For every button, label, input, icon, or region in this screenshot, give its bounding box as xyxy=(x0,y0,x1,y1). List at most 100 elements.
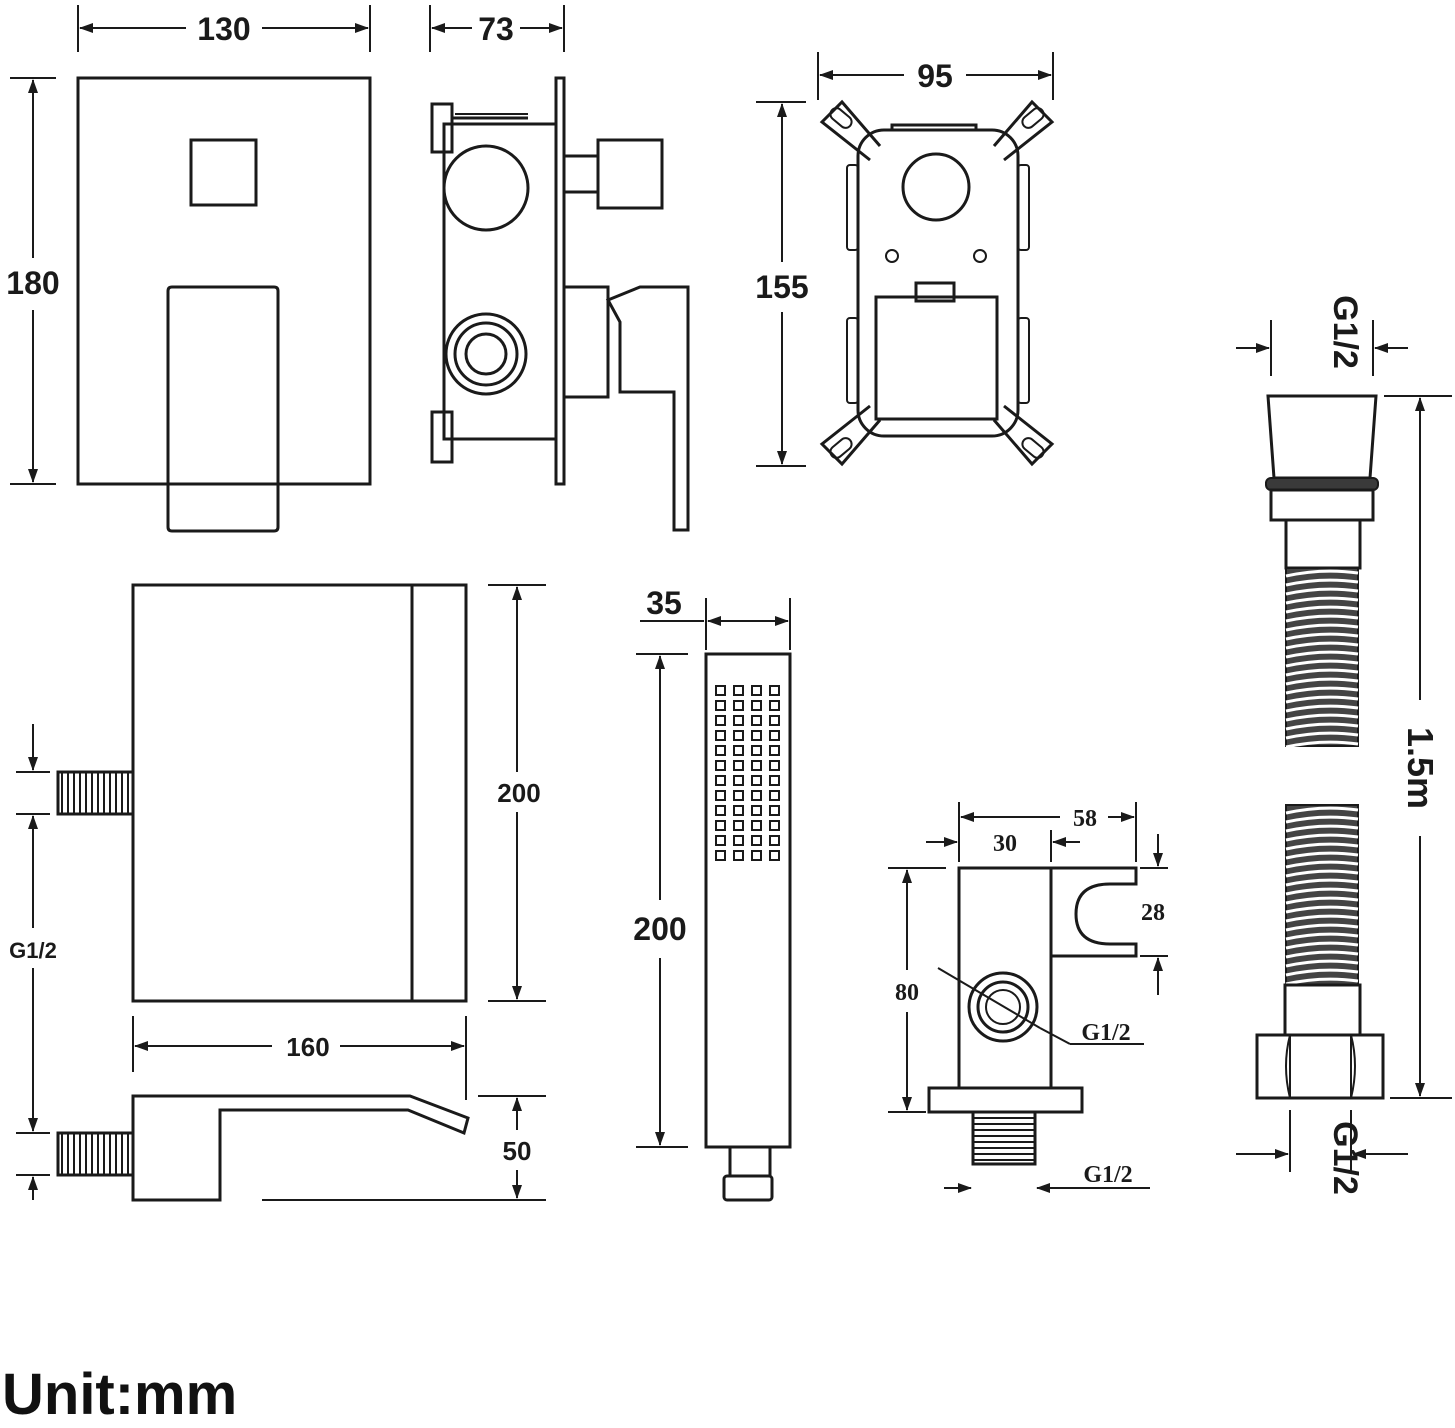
nozzle xyxy=(715,850,726,861)
coil-winding xyxy=(1285,740,1359,749)
coil-winding xyxy=(1285,824,1359,833)
coil-winding xyxy=(1285,650,1359,659)
nozzle xyxy=(769,760,780,771)
nozzle xyxy=(715,790,726,801)
dim-label: 58 xyxy=(1073,806,1097,832)
coil-winding xyxy=(1285,686,1359,695)
nozzle xyxy=(751,685,762,696)
nozzle xyxy=(733,775,744,786)
shower-holder-view xyxy=(927,866,1144,1166)
nozzle xyxy=(751,820,762,831)
dim-label: 180 xyxy=(6,265,59,301)
dim-label: 200 xyxy=(497,778,540,808)
coil-winding xyxy=(1285,668,1359,677)
coil-winding xyxy=(1285,587,1359,596)
dim-label: 28 xyxy=(1141,900,1165,926)
nozzle xyxy=(769,835,780,846)
dim-label: 35 xyxy=(646,585,682,621)
dim-spout-thread: G1/2 xyxy=(9,724,57,1200)
dim-label: G1/2 xyxy=(1326,1121,1364,1195)
dim-label: 50 xyxy=(503,1136,532,1166)
dim-label: 130 xyxy=(197,11,250,47)
dim-spout-width: 160 xyxy=(132,1016,467,1100)
nozzle xyxy=(769,745,780,756)
nozzle xyxy=(715,775,726,786)
dim-spout-depth: 50 xyxy=(262,1095,546,1201)
nozzle xyxy=(769,850,780,861)
dim-label: 1.5m xyxy=(1400,727,1441,809)
panel-front-view xyxy=(76,76,372,533)
coil-winding xyxy=(1285,977,1359,986)
nozzle xyxy=(751,835,762,846)
nozzle xyxy=(733,685,744,696)
nozzle xyxy=(751,715,762,726)
coil-winding xyxy=(1285,905,1359,914)
dim-label: 160 xyxy=(286,1032,329,1062)
dim-panel-width: 130 xyxy=(77,5,371,52)
coil-winding xyxy=(1285,923,1359,932)
coil-winding xyxy=(1285,860,1359,869)
holder-outlet-thread-label: G1/2 xyxy=(1081,1020,1130,1046)
hose-coil-bottom xyxy=(1285,804,1359,986)
nozzle xyxy=(715,820,726,831)
nozzle xyxy=(733,820,744,831)
coil-winding xyxy=(1285,869,1359,878)
nozzle xyxy=(715,805,726,816)
coil-winding xyxy=(1285,959,1359,968)
coil-winding xyxy=(1285,815,1359,824)
coil-winding xyxy=(1285,887,1359,896)
dim-label: 155 xyxy=(755,269,808,305)
nozzle xyxy=(751,745,762,756)
dim-label: 73 xyxy=(478,11,514,47)
nozzle xyxy=(769,805,780,816)
dim-spout-height: 200 xyxy=(488,584,546,1002)
hose-coil-top xyxy=(1285,567,1359,749)
dim-holder-inlet-thread: G1/2 xyxy=(944,1162,1150,1193)
dim-panel-depth: 73 xyxy=(429,5,565,52)
coil-winding xyxy=(1285,851,1359,860)
dim-label: G1/2 xyxy=(1083,1162,1132,1188)
dim-label: 95 xyxy=(917,58,953,94)
coil-winding xyxy=(1285,731,1359,740)
coil-winding xyxy=(1285,704,1359,713)
nozzle xyxy=(715,685,726,696)
coil-winding xyxy=(1285,842,1359,851)
coil-winding xyxy=(1285,806,1359,815)
coil-winding xyxy=(1285,623,1359,632)
nozzle xyxy=(715,745,726,756)
dim-hose-thread-bottom: G1/2 xyxy=(1236,1110,1408,1195)
valve-side-view xyxy=(430,76,690,532)
dim-handshower-length: 200 xyxy=(633,653,688,1148)
nozzle xyxy=(751,850,762,861)
coil-winding xyxy=(1285,659,1359,668)
nozzle xyxy=(769,730,780,741)
nozzle xyxy=(715,715,726,726)
nozzle xyxy=(715,730,726,741)
coil-winding xyxy=(1285,578,1359,587)
nozzle xyxy=(733,715,744,726)
dim-panel-height: 180 xyxy=(6,77,60,485)
coil-winding xyxy=(1285,914,1359,923)
nozzle xyxy=(769,685,780,696)
coil-winding xyxy=(1285,632,1359,641)
nozzle xyxy=(751,805,762,816)
nozzle xyxy=(733,700,744,711)
nozzle xyxy=(733,805,744,816)
coil-winding xyxy=(1285,569,1359,578)
dim-label: 80 xyxy=(895,980,919,1006)
nozzle xyxy=(733,730,744,741)
coil-winding xyxy=(1285,878,1359,887)
coil-winding xyxy=(1285,605,1359,614)
mounting-box-view xyxy=(819,99,1055,467)
coil-winding xyxy=(1285,722,1359,731)
nozzle xyxy=(769,790,780,801)
nozzle-grid xyxy=(715,685,780,861)
coil-winding xyxy=(1285,968,1359,977)
dim-label: 30 xyxy=(993,831,1017,857)
nozzle xyxy=(715,835,726,846)
nozzle xyxy=(769,700,780,711)
coil-winding xyxy=(1285,614,1359,623)
dim-label: G1/2 xyxy=(9,938,57,963)
unit-label: Unit:mm xyxy=(2,1362,238,1427)
